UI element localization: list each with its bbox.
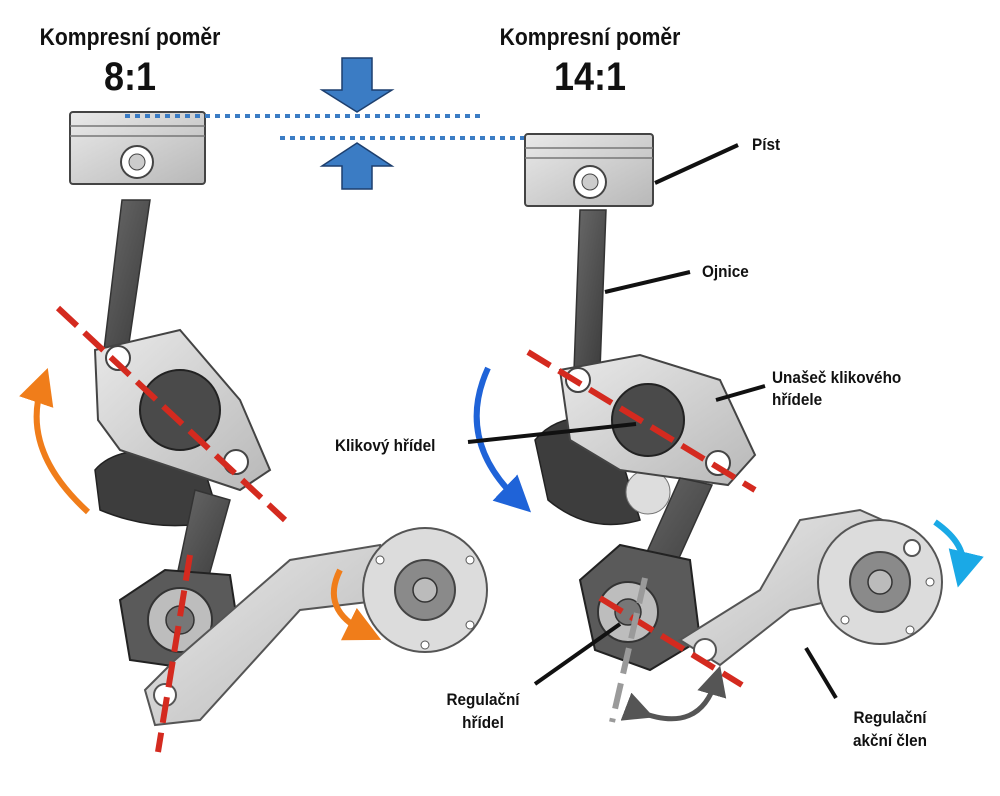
right-connecting-rod [573,209,607,371]
label-crankshaft: Klikový hřídel [335,436,436,455]
right-rotation-arrow [473,366,532,513]
label-control-shaft-line2: hřídel [462,713,504,732]
right-control-axis-line [598,595,744,688]
leader-rod [604,270,691,294]
right-piston [524,133,654,207]
left-actuator-arrow [330,568,382,641]
left-rotation-arrow [19,367,91,515]
compression-arrow-up [319,142,395,190]
left-ratio: 8:1 [103,55,157,99]
right-previous-axis-line [609,577,648,723]
label-rod: Ojnice [702,262,749,281]
label-control-shaft-line1: Regulační [446,690,520,709]
compression-arrow-down [319,57,395,113]
label-carrier-line1: Unašeč klikového [772,368,902,387]
right-title: Kompresní poměr [499,24,681,51]
right-crankshaft-hub [611,383,685,457]
control-shaft-swing-arrow [620,665,727,722]
left-connecting-rod [103,199,151,351]
right-mechanism [473,133,984,723]
left-crank-axis-line [55,305,288,523]
leader-piston [654,143,739,185]
left-control-axis-line [155,554,193,753]
leader-control-shaft [533,622,622,686]
right-crank-axis-line [526,349,757,493]
leader-crankshaft [467,422,637,444]
left-piston [69,111,206,185]
left-title: Kompresní poměr [39,24,221,51]
label-carrier-line2: hřídele [772,390,823,409]
left-mechanism [19,111,488,753]
left-crankshaft-hub [139,369,221,451]
label-actuator-line2: akční člen [853,731,927,750]
right-actuator-arrow [933,519,984,588]
right-ratio: 14:1 [553,55,627,99]
leader-carrier [715,384,766,402]
label-actuator-line1: Regulační [853,708,927,727]
leader-actuator [804,646,838,700]
label-piston: Píst [752,135,781,154]
leader-lines [467,143,838,700]
